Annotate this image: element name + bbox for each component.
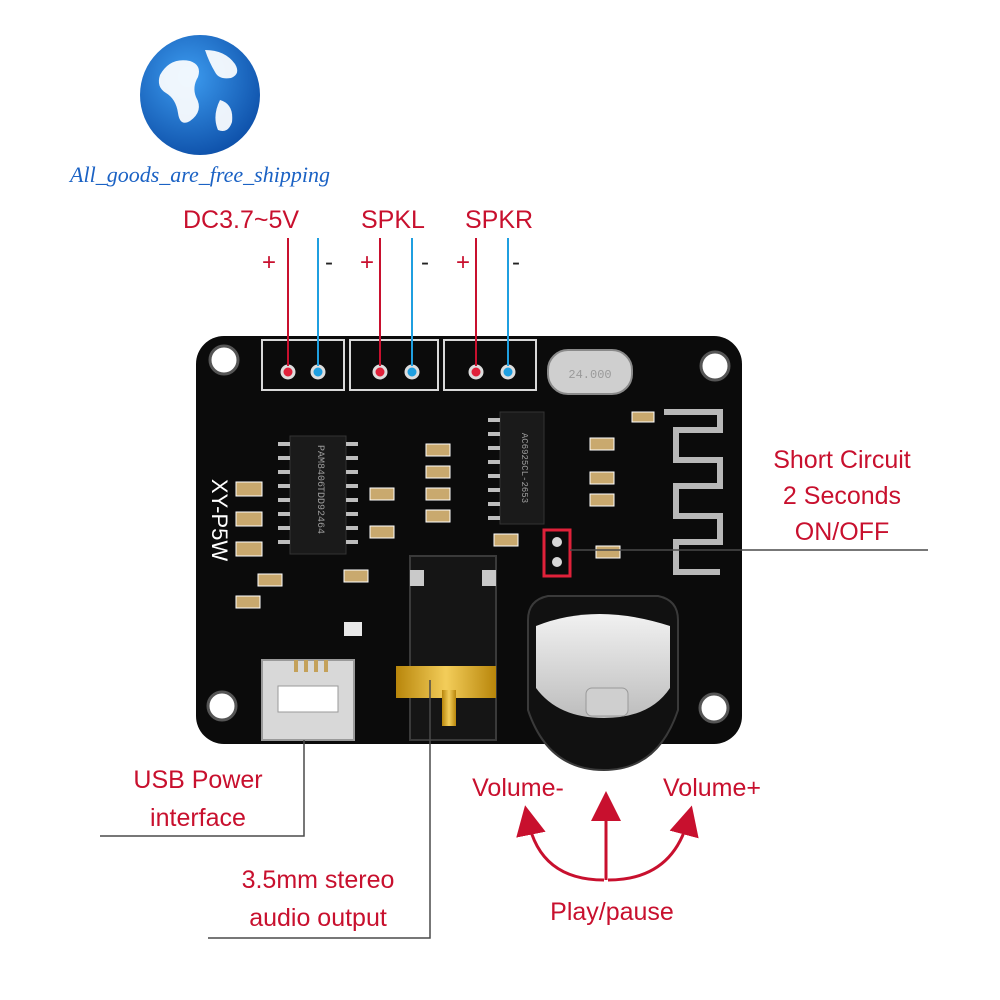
short-circuit-line-1: Short Circuit (773, 446, 911, 474)
mounting-hole (206, 690, 238, 722)
usb-line-1: USB Power (133, 766, 262, 794)
play-pause-label: Play/pause (550, 898, 674, 926)
knob-controls: Volume- Volume+ Play/pause (472, 774, 761, 926)
volume-down-label: Volume- (472, 774, 564, 802)
short-circuit-pads (542, 528, 572, 578)
volume-down-arrow (516, 805, 605, 882)
power-negative-pin (310, 364, 326, 380)
usb-callout: USB Power interface (100, 740, 305, 837)
bluetooth-antenna (664, 409, 723, 575)
power-minus: - (325, 249, 333, 276)
spkr-negative-pin (500, 364, 516, 380)
power-plus: + (262, 249, 276, 276)
volume-up-arrow (607, 805, 699, 882)
short-circuit-line-3: ON/OFF (795, 518, 889, 546)
spkr-plus: + (456, 249, 470, 276)
volume-up-label: Volume+ (663, 774, 761, 802)
watermark-text: All_goods_are_free_shipping (68, 162, 330, 187)
spkl-positive-pin (372, 364, 388, 380)
spkl-plus: + (360, 249, 374, 276)
spkl-minus: - (421, 249, 429, 276)
svg-text:TDD92464: TDD92464 (314, 486, 325, 534)
mounting-hole (208, 344, 240, 376)
amplifier-chip: PAM8406 TDD92464 (289, 435, 347, 555)
short-circuit-line-2: 2 Seconds (783, 482, 901, 510)
power-label: DC3.7~5V (183, 206, 299, 234)
svg-text:24.000: 24.000 (568, 368, 611, 382)
mounting-hole (698, 692, 730, 724)
audio-line-1: 3.5mm stereo (242, 866, 395, 894)
svg-text:PAM8406: PAM8406 (314, 445, 325, 487)
short-circuit-callout: Short Circuit 2 Seconds ON/OFF (570, 446, 928, 551)
spkl-label: SPKL (361, 206, 425, 234)
spkr-minus: - (512, 249, 520, 276)
board-silkscreen: XY-P5W (207, 479, 232, 562)
usb-port (261, 659, 355, 741)
spkr-positive-pin (468, 364, 484, 380)
audio-jack-callout: 3.5mm stereo audio output (208, 680, 431, 939)
usb-line-2: interface (150, 804, 246, 832)
audio-jack (396, 555, 497, 741)
power-annotation: DC3.7~5V + - (183, 206, 333, 366)
crystal-oscillator: 24.000 (547, 349, 633, 395)
spkl-annotation: SPKL + - (360, 206, 429, 366)
bluetooth-chip: AC6925CL-2653 (499, 411, 545, 525)
mounting-hole (699, 350, 731, 382)
spkr-annotation: SPKR + - (456, 206, 533, 366)
globe-logo (140, 35, 260, 155)
spkl-negative-pin (404, 364, 420, 380)
audio-line-2: audio output (249, 904, 387, 932)
pcb-board: 24.000 PAM8406 TDD92464 AC6925CL-2653 (196, 336, 742, 772)
power-positive-pin (280, 364, 296, 380)
spkr-label: SPKR (465, 206, 533, 234)
volume-knob (527, 595, 679, 772)
svg-text:AC6925CL-2653: AC6925CL-2653 (519, 433, 529, 503)
